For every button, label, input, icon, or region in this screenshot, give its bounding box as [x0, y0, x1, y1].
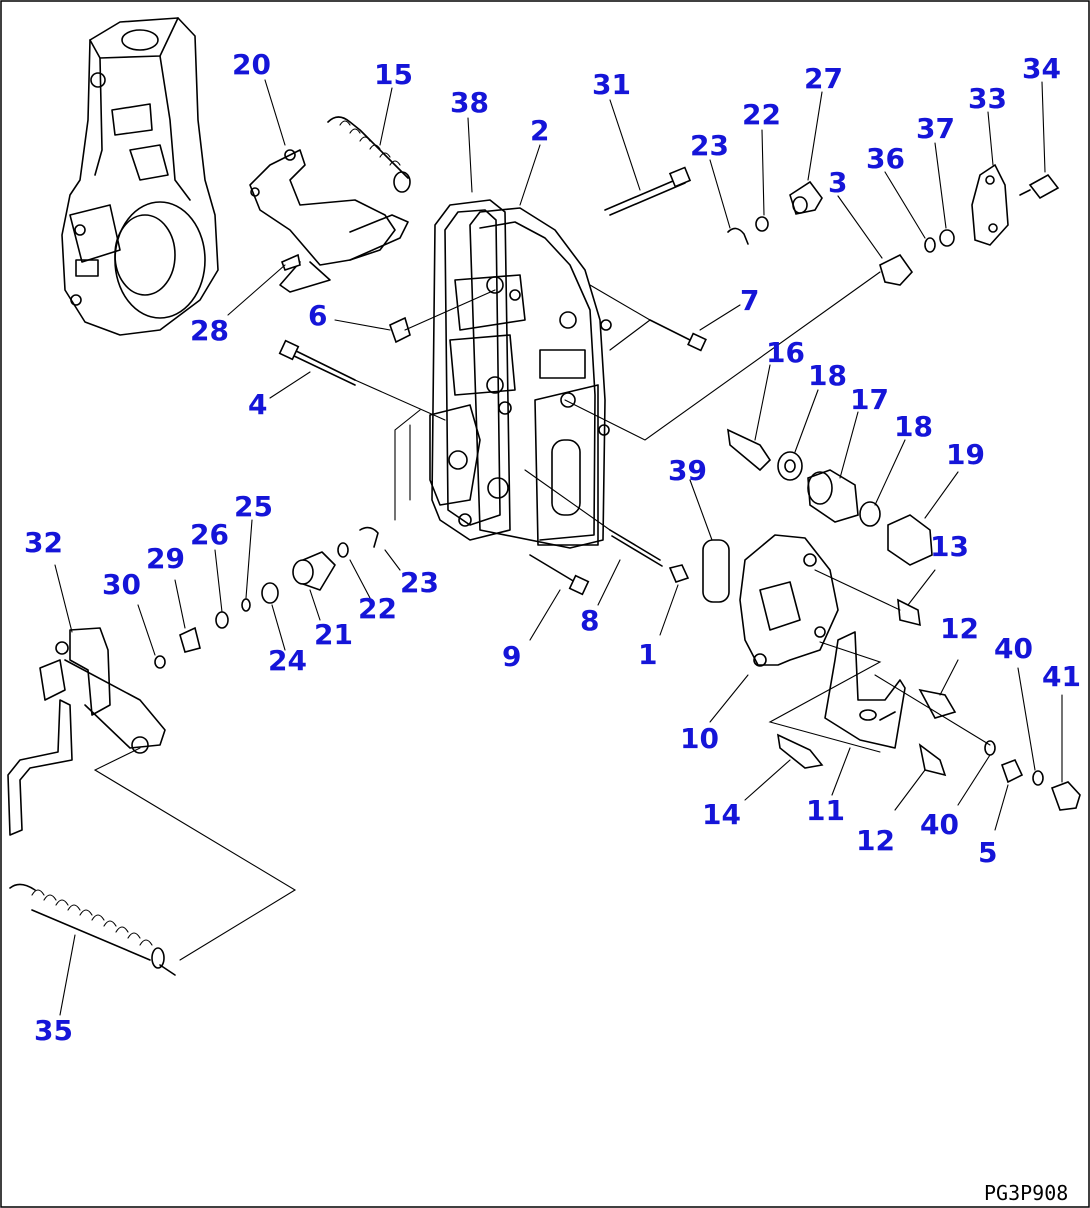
callout-23-bottom: 23 — [400, 566, 439, 599]
gear-case-cover-2 — [429, 199, 612, 549]
callout-4: 4 — [248, 388, 267, 421]
leader-lines — [54, 79, 1063, 1016]
callout-18-b: 18 — [894, 410, 933, 443]
callout-36: 36 — [866, 142, 905, 175]
callout-31: 31 — [592, 68, 631, 101]
callout-21: 21 — [314, 618, 353, 651]
callout-39: 39 — [668, 454, 707, 487]
callout-25: 25 — [234, 490, 273, 523]
callout-3: 3 — [828, 166, 847, 199]
callout-32: 32 — [24, 526, 63, 559]
callout-8: 8 — [580, 604, 599, 637]
front-housing-part — [61, 17, 219, 336]
callout-17: 17 — [850, 383, 889, 416]
hardware-parts — [154, 163, 1081, 811]
callout-6: 6 — [308, 299, 327, 332]
callout-12-top: 12 — [940, 612, 979, 645]
callout-27: 27 — [804, 62, 843, 95]
callout-22-bottom: 22 — [358, 592, 397, 625]
callout-1: 1 — [638, 638, 657, 671]
bracket-10 — [739, 534, 839, 667]
callout-16: 16 — [766, 336, 805, 369]
callouts: 20 15 38 2 31 23 22 27 3 36 37 33 34 28 … — [24, 48, 1081, 1047]
lever-bracket-20 — [249, 149, 409, 293]
callout-13: 13 — [930, 530, 969, 563]
drawing-code: PG3P908 — [984, 1181, 1068, 1205]
callout-18-a: 18 — [808, 359, 847, 392]
callout-5: 5 — [978, 836, 997, 869]
callout-37: 37 — [916, 112, 955, 145]
callout-40-bottom: 40 — [920, 808, 959, 841]
callout-7: 7 — [740, 284, 759, 317]
callout-34: 34 — [1022, 52, 1061, 85]
callout-26: 26 — [190, 518, 229, 551]
callout-33: 33 — [968, 82, 1007, 115]
callout-28: 28 — [190, 314, 229, 347]
callout-40-top: 40 — [994, 632, 1033, 665]
callout-14: 14 — [702, 798, 741, 831]
spring-35 — [9, 883, 176, 976]
callout-35: 35 — [34, 1014, 73, 1047]
callout-23-top: 23 — [690, 129, 729, 162]
callout-9: 9 — [502, 640, 521, 673]
bracket-11 — [824, 631, 906, 749]
callout-22-top: 22 — [742, 98, 781, 131]
callout-19: 19 — [946, 438, 985, 471]
callout-38: 38 — [450, 86, 489, 119]
callout-24: 24 — [268, 644, 307, 677]
callout-41: 41 — [1042, 660, 1081, 693]
callout-2: 2 — [530, 114, 549, 147]
callout-10: 10 — [680, 722, 719, 755]
callout-15: 15 — [374, 58, 413, 91]
callout-29: 29 — [146, 542, 185, 575]
spring-15 — [327, 116, 411, 193]
callout-11: 11 — [806, 794, 845, 827]
callout-30: 30 — [102, 568, 141, 601]
callout-12-bottom: 12 — [856, 824, 895, 857]
pedal-lever-32 — [7, 627, 166, 836]
callout-20: 20 — [232, 48, 271, 81]
